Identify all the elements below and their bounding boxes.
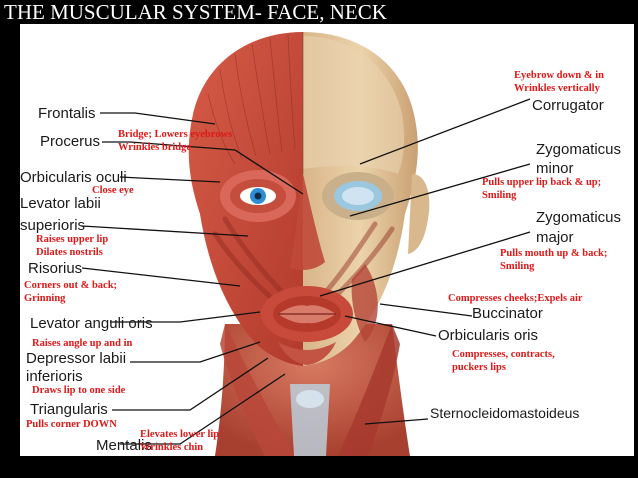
note-corrugator: Eyebrow down & in Wrinkles vertically — [514, 70, 604, 95]
label-triangularis: Triangularis — [30, 401, 108, 418]
note-zygomaticus-major-line-2: Smiling — [500, 260, 535, 272]
slide-title: THE MUSCULAR SYSTEM- FACE, NECK — [4, 0, 387, 24]
note-corrugator-line-2: Wrinkles vertically — [514, 82, 600, 94]
note-triangularis: Pulls corner DOWN — [26, 419, 117, 432]
sternocleidomastoid-right — [338, 324, 400, 456]
note-levator-labii-line-1: Raises upper lip — [36, 234, 109, 245]
note-zygomaticus-minor-line-2: Smiling — [482, 189, 517, 201]
note-buccinator-line-1: Compresses cheeks;Expels air — [448, 293, 583, 304]
note-levator-anguli-oris: Raises angle up and in — [32, 338, 132, 351]
note-mentalis-line-1: Elevates lower lip — [140, 429, 220, 440]
note-depressor-labii-line-1: Draws lip to one side — [32, 385, 126, 396]
note-zygomaticus-minor: Pulls upper lip back & up; Smiling — [482, 177, 601, 202]
label-procerus: Procerus — [40, 133, 101, 150]
note-procerus: Bridge; Lowers eyebrows Wrinkles bridge — [118, 129, 232, 154]
label-depressor-labii-2: inferioris — [26, 368, 83, 385]
leader-lines — [81, 98, 531, 445]
note-procerus-line-2: Wrinkles bridge — [118, 141, 192, 153]
label-levator-labii-2: superioris — [20, 217, 86, 234]
note-risorius: Corners out & back; Grinning — [24, 280, 117, 305]
label-corrugator: Corrugator — [532, 97, 604, 114]
label-zygomaticus-minor-2: minor — [536, 160, 574, 177]
face-illustration — [81, 32, 531, 456]
note-depressor-labii: Draws lip to one side — [32, 385, 125, 398]
note-mentalis-line-2: Wrinkles chin — [140, 441, 204, 453]
label-levator-anguli-oris: Levator anguli oris — [30, 315, 153, 332]
note-orbicularis-oris-line-2: puckers lips — [452, 361, 506, 373]
note-orbicularis-oris: Compresses, contracts, puckers lips — [452, 349, 555, 374]
diagram-panel: Frontalis Procerus Orbicularis oculi Lev… — [20, 24, 634, 456]
label-zygomaticus-major-1: Zygomaticus — [536, 209, 622, 226]
label-sternocleidomastoideus: Sternocleidomastoideus — [430, 405, 580, 421]
note-corrugator-line-1: Eyebrow down & in — [514, 70, 604, 81]
note-orbicularis-oris-line-1: Compresses, contracts, — [452, 349, 555, 360]
note-mentalis: Elevates lower lip Wrinkles chin — [140, 429, 219, 454]
label-frontalis: Frontalis — [38, 105, 96, 122]
note-levator-anguli-oris-line-1: Raises angle up and in — [32, 338, 133, 349]
sternocleidomastoid-left — [220, 324, 295, 456]
nose — [290, 174, 325, 270]
note-zygomaticus-major-line-1: Pulls mouth up & back; — [500, 248, 608, 259]
label-risorius: Risorius — [28, 260, 83, 277]
note-zygomaticus-major: Pulls mouth up & back; Smiling — [500, 248, 607, 273]
label-zygomaticus-major-2: major — [536, 229, 574, 246]
note-triangularis-line-1: Pulls corner DOWN — [26, 419, 117, 430]
note-zygomaticus-minor-line-1: Pulls upper lip back & up; — [482, 177, 602, 188]
label-orbicularis-oris: Orbicularis oris — [438, 327, 539, 344]
label-depressor-labii-1: Depressor labii — [26, 350, 127, 367]
note-levator-labii-line-2: Dilates nostrils — [36, 246, 103, 258]
note-risorius-line-1: Corners out & back; — [24, 280, 118, 291]
label-levator-labii-1: Levator labii — [20, 195, 101, 212]
note-levator-labii: Raises upper lip Dilates nostrils — [36, 234, 108, 259]
chin — [278, 342, 336, 365]
note-risorius-line-2: Grinning — [24, 292, 66, 304]
label-mentalis: Mentalis — [96, 437, 152, 454]
note-procerus-line-1: Bridge; Lowers eyebrows — [118, 129, 233, 140]
note-buccinator: Compresses cheeks;Expels air — [448, 293, 583, 306]
label-buccinator: Buccinator — [472, 305, 543, 322]
label-orbicularis-oculi: Orbicularis oculi — [20, 169, 127, 186]
label-zygomaticus-minor-1: Zygomaticus — [536, 141, 622, 158]
note-orbicularis-oculi: Close eye — [92, 185, 134, 198]
note-orbicularis-oculi-line-1: Close eye — [92, 185, 134, 196]
